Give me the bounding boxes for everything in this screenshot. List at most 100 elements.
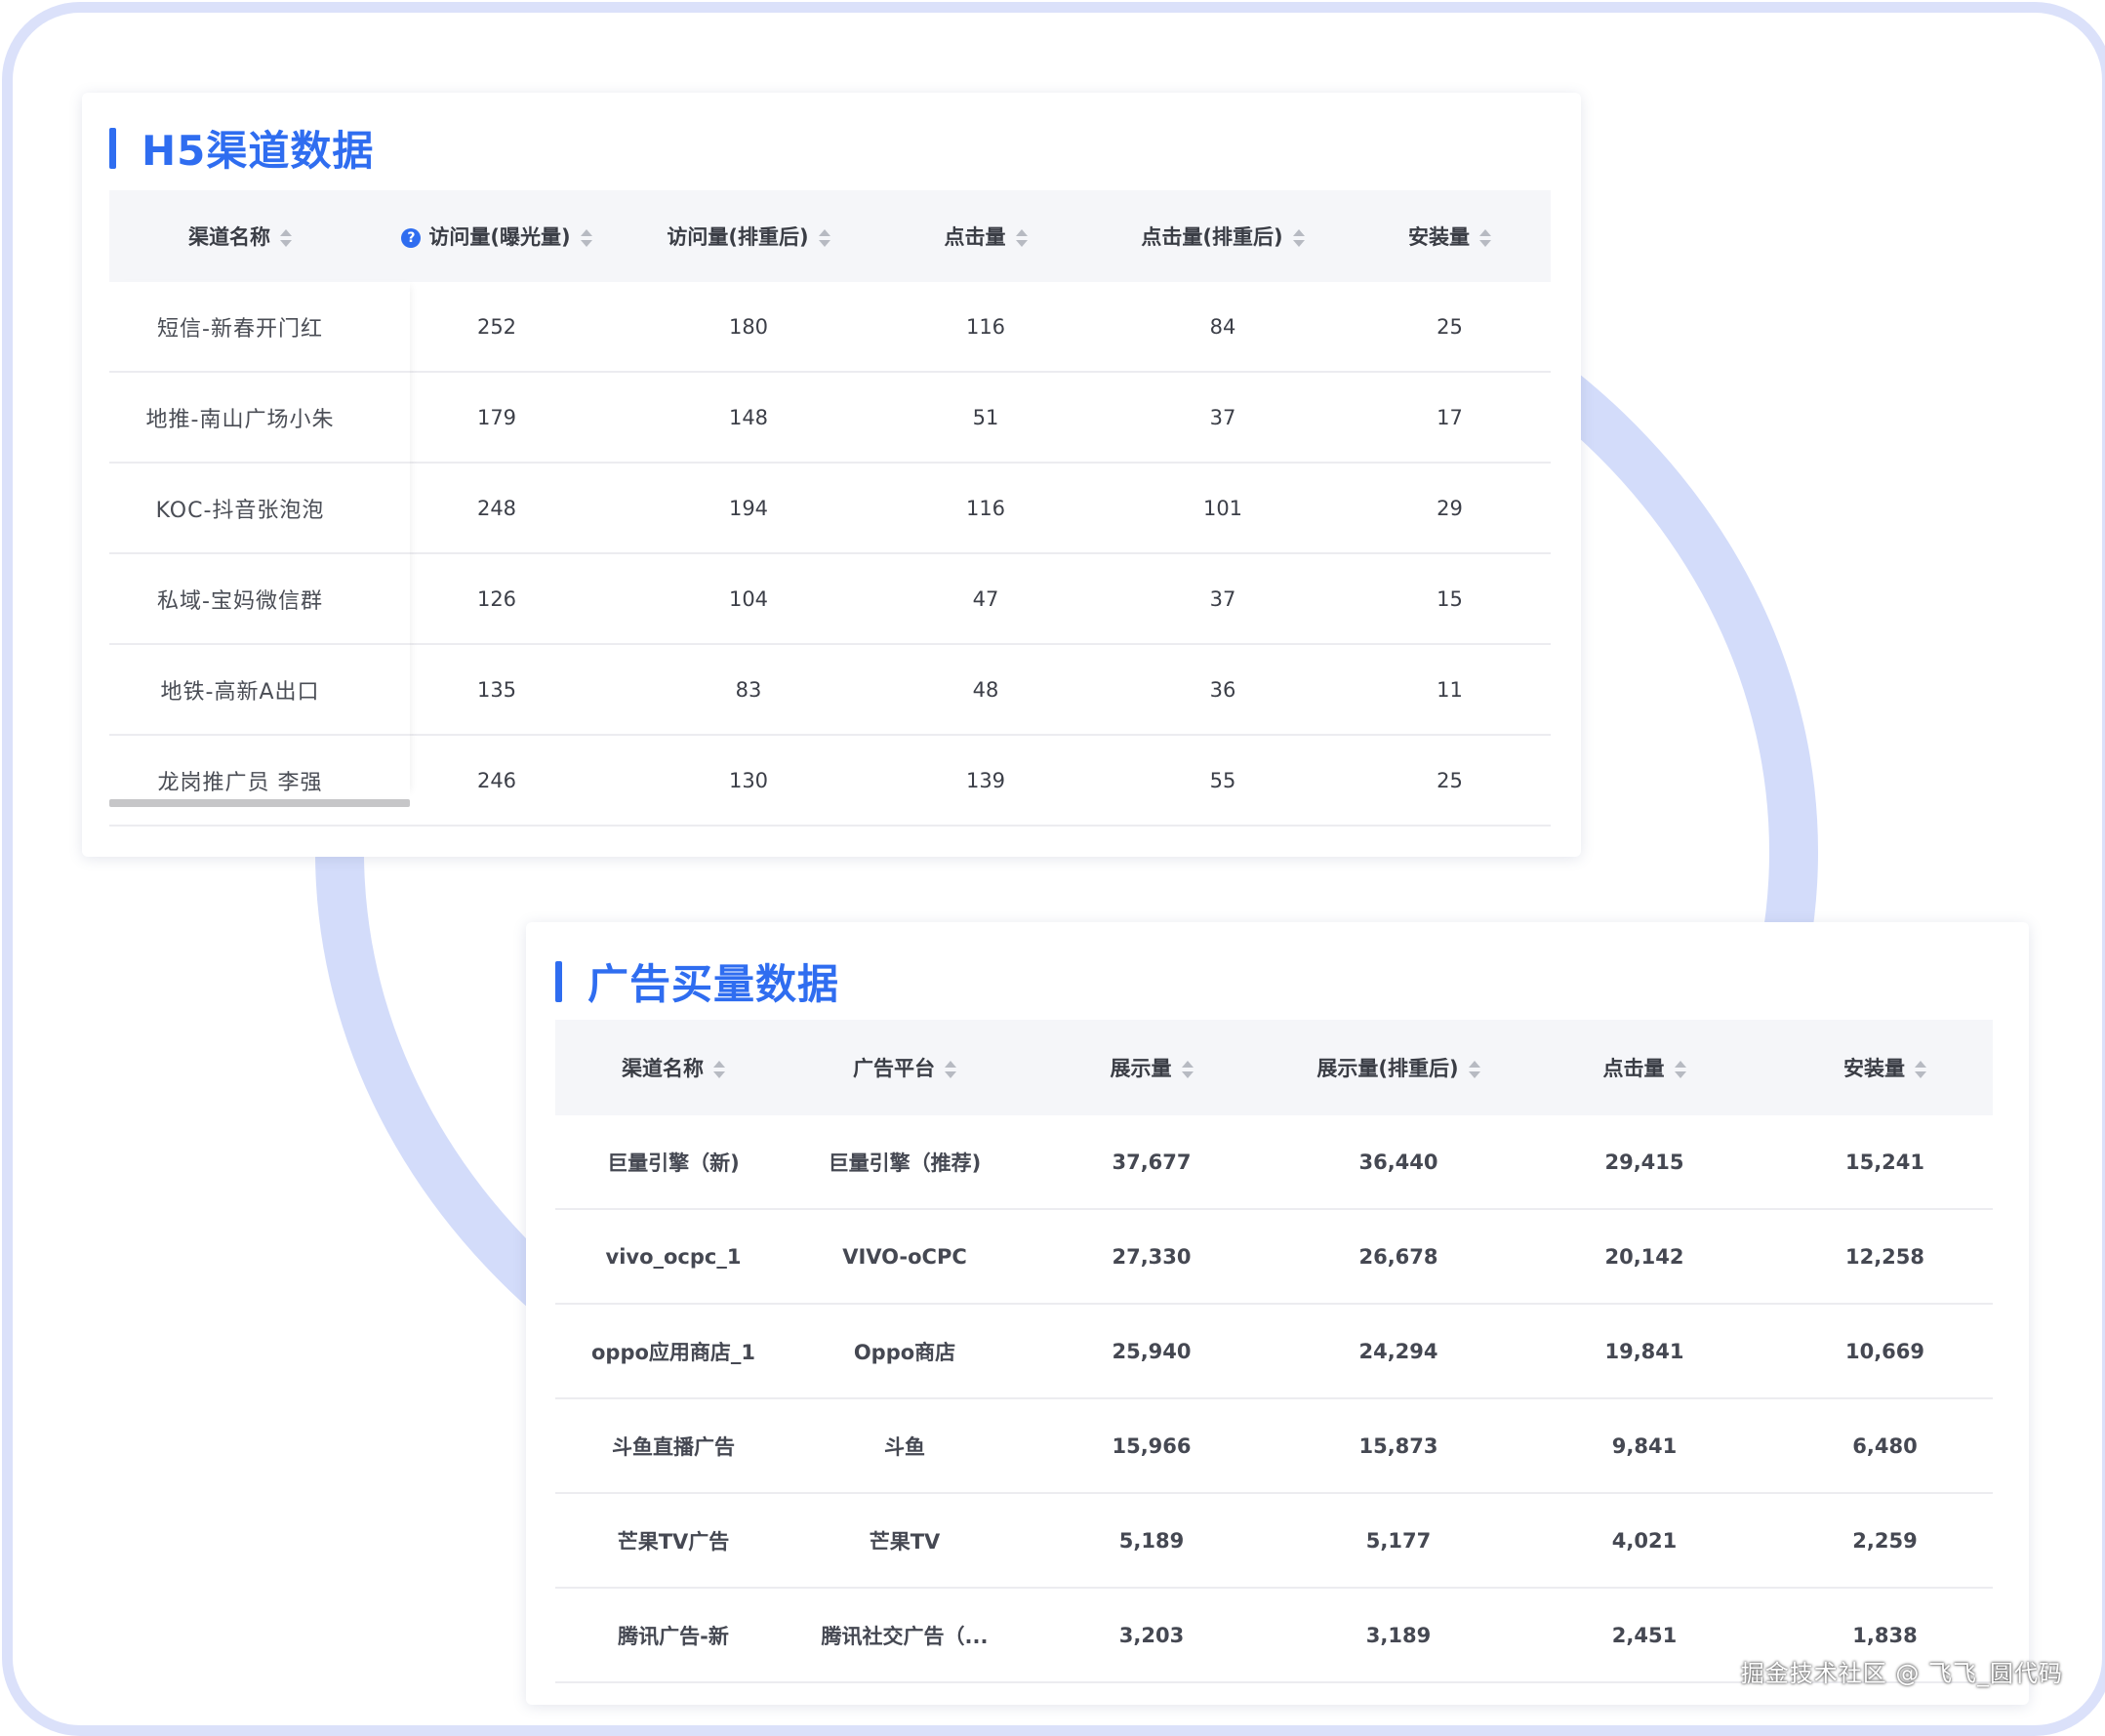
- table-cell: 25,940: [1018, 1304, 1285, 1399]
- table-cell: 116: [874, 282, 1097, 373]
- table-row: 私域-宝妈微信群 126 104 47 37 15: [109, 553, 1551, 645]
- table-cell: 252: [371, 282, 623, 373]
- column-header[interactable]: 访问量(排重后): [623, 190, 874, 282]
- table-cell: 25: [1349, 282, 1551, 373]
- sort-icon[interactable]: [945, 1060, 956, 1079]
- table-cell: 15,873: [1285, 1398, 1512, 1494]
- table-cell: oppo应用商店_1: [555, 1304, 791, 1399]
- table-row: 地铁-高新A出口 135 83 48 36 11: [109, 644, 1551, 736]
- table-cell: 36: [1097, 644, 1349, 736]
- table-row: 地推-南山广场小朱 179 148 51 37 17: [109, 372, 1551, 464]
- sort-icon[interactable]: [1015, 228, 1028, 248]
- sort-icon[interactable]: [1674, 1060, 1686, 1079]
- sort-icon[interactable]: [1292, 228, 1305, 248]
- table-cell: 116: [874, 463, 1097, 554]
- scrollbar-thumb[interactable]: [109, 799, 410, 807]
- table-cell: 55: [1097, 735, 1349, 827]
- table-row: 短信-新春开门红 252 180 116 84 25: [109, 282, 1551, 373]
- table-row: 巨量引擎（新) 巨量引擎（推荐) 37,677 36,440 29,415 15…: [555, 1115, 1993, 1210]
- table-cell: 芒果TV: [791, 1493, 1018, 1589]
- sort-icon[interactable]: [1181, 1060, 1194, 1079]
- table-row: KOC-抖音张泡泡 248 194 116 101 29: [109, 463, 1551, 554]
- column-header[interactable]: 渠道名称: [555, 1020, 791, 1115]
- table-cell: 6,480: [1777, 1398, 1993, 1494]
- table-cell: 12,258: [1777, 1209, 1993, 1305]
- column-header[interactable]: 广告平台: [791, 1020, 1018, 1115]
- ad-card-header: 广告买量数据: [555, 951, 839, 1011]
- table-cell: 27,330: [1018, 1209, 1285, 1305]
- column-header[interactable]: ?访问量(曝光量): [371, 190, 623, 282]
- table-row: vivo_ocpc_1 VIVO-oCPC 27,330 26,678 20,1…: [555, 1209, 1993, 1305]
- table-cell: 37,677: [1018, 1115, 1285, 1210]
- h5-channel-card: H5渠道数据 渠道名称 ?访问量(曝光量) 访问量(排重后) 点击量 点击量(排…: [82, 93, 1581, 857]
- table-cell: 11: [1349, 644, 1551, 736]
- table-cell: 5,189: [1018, 1493, 1285, 1589]
- table-cell: 9,841: [1512, 1398, 1777, 1494]
- table-row: 芒果TV广告 芒果TV 5,189 5,177 4,021 2,259: [555, 1493, 1993, 1589]
- column-header[interactable]: 安装量: [1349, 190, 1551, 282]
- table-cell: 5,177: [1285, 1493, 1512, 1589]
- column-header[interactable]: 点击量: [1512, 1020, 1777, 1115]
- table-cell: 斗鱼: [791, 1398, 1018, 1494]
- sort-icon[interactable]: [818, 228, 830, 248]
- table-cell: 2,451: [1512, 1588, 1777, 1683]
- table-cell: 83: [623, 644, 874, 736]
- ad-purchase-card: 广告买量数据 渠道名称 广告平台 展示量 展示量(排重后) 点击量 安装量 巨量: [526, 922, 2029, 1705]
- table-cell: 37: [1097, 372, 1349, 464]
- ad-purchase-table: 渠道名称 广告平台 展示量 展示量(排重后) 点击量 安装量 巨量引擎（新) 巨…: [555, 1020, 1993, 1683]
- table-cell: 龙岗推广员 李强: [109, 735, 371, 827]
- table-header-row: 渠道名称 ?访问量(曝光量) 访问量(排重后) 点击量 点击量(排重后) 安装量: [109, 190, 1551, 282]
- table-cell: VIVO-oCPC: [791, 1209, 1018, 1305]
- table-cell: 17: [1349, 372, 1551, 464]
- title-accent-bar: [555, 960, 562, 1002]
- table-cell: 15,966: [1018, 1398, 1285, 1494]
- column-header[interactable]: 渠道名称: [109, 190, 371, 282]
- table-cell: 15: [1349, 553, 1551, 645]
- table-row: 龙岗推广员 李强 246 130 139 55 25: [109, 735, 1551, 827]
- column-header[interactable]: 展示量: [1018, 1020, 1285, 1115]
- table-cell: 短信-新春开门红: [109, 282, 371, 373]
- watermark: 掘金技术社区 @ 飞飞_圆代码: [1740, 1660, 2063, 1687]
- table-cell: 斗鱼直播广告: [555, 1398, 791, 1494]
- table-cell: 29,415: [1512, 1115, 1777, 1210]
- sort-icon[interactable]: [280, 228, 292, 248]
- table-cell: 巨量引擎（新): [555, 1115, 791, 1210]
- column-header[interactable]: 安装量: [1777, 1020, 1993, 1115]
- table-cell: 36,440: [1285, 1115, 1512, 1210]
- table-cell: 194: [623, 463, 874, 554]
- sort-icon[interactable]: [713, 1060, 725, 1079]
- table-cell: 3,203: [1018, 1588, 1285, 1683]
- table-cell: 246: [371, 735, 623, 827]
- table-cell: 47: [874, 553, 1097, 645]
- table-cell: 地推-南山广场小朱: [109, 372, 371, 464]
- sort-icon[interactable]: [580, 228, 592, 248]
- ad-card-title: 广告买量数据: [587, 960, 840, 1008]
- table-cell: 芒果TV广告: [555, 1493, 791, 1589]
- column-header[interactable]: 点击量: [874, 190, 1097, 282]
- table-cell: 4,021: [1512, 1493, 1777, 1589]
- h5-channel-table: 渠道名称 ?访问量(曝光量) 访问量(排重后) 点击量 点击量(排重后) 安装量…: [109, 190, 1551, 827]
- table-cell: Oppo商店: [791, 1304, 1018, 1399]
- table-cell: 私域-宝妈微信群: [109, 553, 371, 645]
- table-cell: 3,189: [1285, 1588, 1512, 1683]
- sort-icon[interactable]: [1915, 1060, 1926, 1079]
- table-cell: 地铁-高新A出口: [109, 644, 371, 736]
- table-cell: 37: [1097, 553, 1349, 645]
- table-cell: 巨量引擎（推荐): [791, 1115, 1018, 1210]
- table-cell: 179: [371, 372, 623, 464]
- table-cell: 84: [1097, 282, 1349, 373]
- column-header[interactable]: 点击量(排重后): [1097, 190, 1349, 282]
- sort-icon[interactable]: [1468, 1060, 1480, 1079]
- table-cell: 腾讯广告-新: [555, 1588, 791, 1683]
- horizontal-scrollbar[interactable]: [109, 799, 1551, 819]
- sort-icon[interactable]: [1479, 228, 1491, 248]
- table-cell: 135: [371, 644, 623, 736]
- column-header[interactable]: 展示量(排重后): [1285, 1020, 1512, 1115]
- table-cell: 104: [623, 553, 874, 645]
- table-row: 腾讯广告-新 腾讯社交广告（... 3,203 3,189 2,451 1,83…: [555, 1588, 1993, 1683]
- help-icon[interactable]: ?: [401, 228, 422, 248]
- title-accent-bar: [109, 127, 116, 169]
- table-cell: 51: [874, 372, 1097, 464]
- table-cell: 126: [371, 553, 623, 645]
